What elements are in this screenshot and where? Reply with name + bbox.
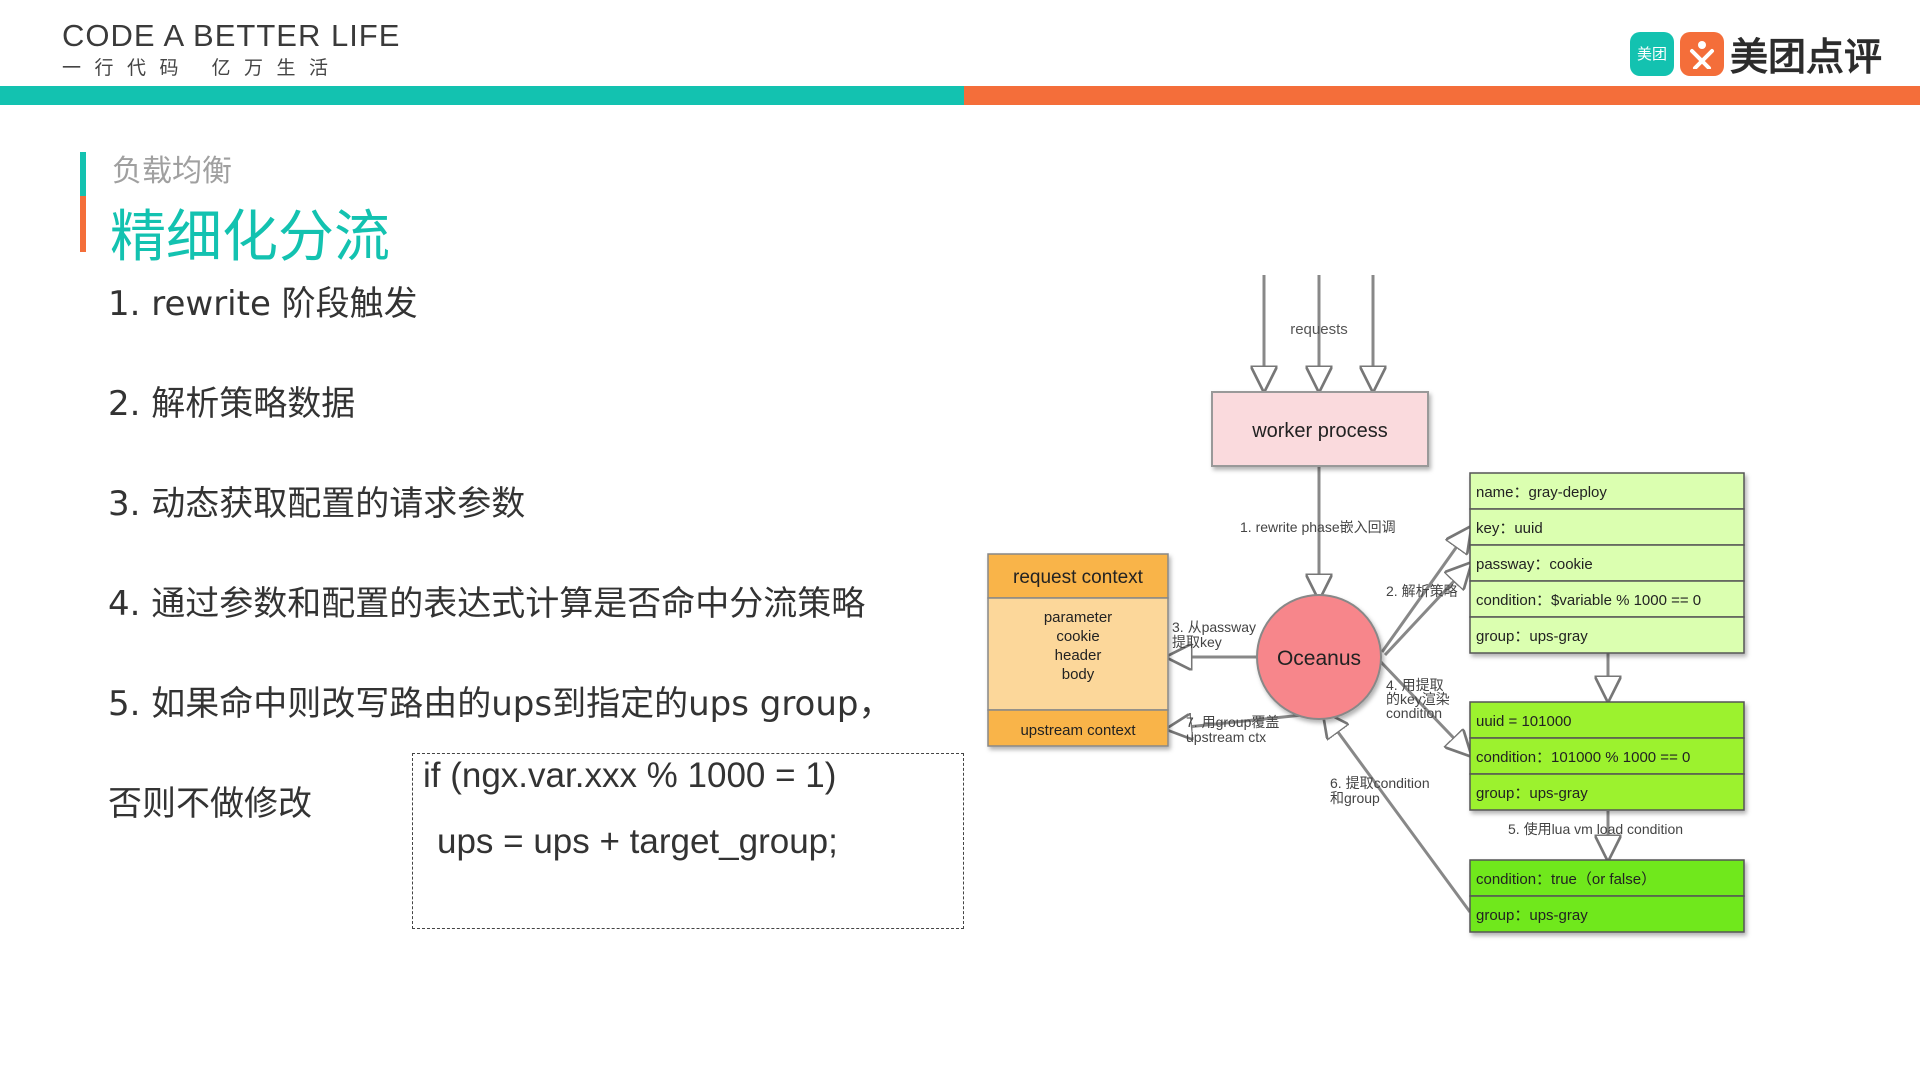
rc-item-header: header: [1055, 647, 1102, 664]
brand-slogan: CODE A BETTER LIFE 一行代码 亿万生活: [62, 18, 400, 80]
edge-render-condition: [1377, 658, 1470, 755]
oceanus-node: [1256, 594, 1382, 720]
rc-item-parameter: parameter: [1044, 609, 1112, 626]
rc-item-body: body: [1062, 666, 1095, 683]
edge-label-4a: 4. 用提取: [1386, 677, 1444, 693]
title-accent-orange: [80, 196, 86, 252]
step-2: 2. 解析策略数据: [108, 384, 356, 424]
slide-title: 精细化分流: [110, 205, 390, 270]
edge-label-4b: 的key渲染: [1386, 691, 1450, 707]
edge-label-6a: 6. 提取condition: [1330, 775, 1430, 791]
edge-label-1: 1. rewrite phase嵌入回调: [1240, 519, 1396, 535]
slogan-en: CODE A BETTER LIFE: [62, 18, 401, 53]
step-1: 1. rewrite 阶段触发: [108, 284, 418, 324]
company-logo: 美团 美团点评: [1629, 26, 1882, 81]
step-3: 3. 动态获取配置的请求参数: [108, 484, 526, 524]
worker-process-box: [1211, 391, 1429, 467]
code-snippet-box: if (ngx.var.xxx % 1000 = 1) ups = ups + …: [412, 753, 964, 929]
upstream-context-label: upstream context: [1020, 722, 1136, 739]
logo-text: 美团点评: [1729, 35, 1882, 79]
header-bar-orange: [964, 86, 1920, 105]
policy-key: key：uuid: [1476, 520, 1543, 537]
edge-label-3b: 提取key: [1172, 634, 1222, 650]
request-context-title: request context: [1013, 567, 1144, 588]
eval-condition: condition：101000 % 1000 == 0: [1476, 749, 1690, 766]
edge-extract-group: [1324, 713, 1472, 913]
oceanus-label: Oceanus: [1277, 647, 1361, 670]
result-box: [1469, 859, 1745, 933]
step-5-cont: 否则不做修改: [108, 784, 312, 824]
edge-label-2: 2. 解析策略: [1386, 583, 1458, 599]
result-group: group：ups-gray: [1476, 907, 1588, 924]
edge-label-6b: 和group: [1330, 790, 1380, 806]
meituan-logo-icon: 美团: [1629, 31, 1674, 76]
step-5: 5. 如果命中则改写路由的ups到指定的ups group，: [108, 684, 893, 724]
code-line-1: if (ngx.var.xxx % 1000 = 1): [423, 756, 837, 795]
edge-parse-policy: [1380, 528, 1470, 653]
eval-box: [1469, 701, 1745, 811]
policy-group: group：ups-gray: [1476, 628, 1588, 645]
edge-label-3a: 3. 从passway: [1172, 619, 1256, 635]
edge-parse-policy-2: [1383, 564, 1470, 657]
title-accent-teal: [80, 152, 86, 196]
requests-label: requests: [1290, 321, 1348, 338]
code-line-2: ups = ups + target_group;: [437, 822, 838, 861]
slide-subtitle: 负载均衡: [112, 154, 232, 189]
worker-process-label: worker process: [1251, 420, 1388, 442]
slogan-zh: 一行代码 亿万生活: [62, 57, 342, 79]
request-context-box: [987, 553, 1169, 747]
policy-name: name：gray-deploy: [1476, 484, 1607, 501]
step-4: 4. 通过参数和配置的表达式计算是否命中分流策略: [108, 584, 866, 624]
policy-box: [1469, 472, 1745, 654]
edge-label-7b: upstream ctx: [1186, 729, 1266, 745]
header-bar-teal: [0, 86, 964, 105]
edge-label-7a: 7. 用group覆盖: [1186, 714, 1279, 730]
eval-uuid: uuid = 101000: [1476, 713, 1572, 730]
eval-group: group：ups-gray: [1476, 785, 1588, 802]
result-condition: condition：true（or false）: [1476, 871, 1656, 888]
policy-passway: passway：cookie: [1476, 556, 1593, 573]
dianping-logo-icon: [1679, 31, 1724, 76]
rc-item-cookie: cookie: [1056, 628, 1099, 645]
edge-label-5: 5. 使用lua vm load condition: [1508, 821, 1683, 837]
policy-condition: condition：$variable % 1000 == 0: [1476, 592, 1701, 609]
edge-label-4c: condition: [1386, 705, 1442, 721]
